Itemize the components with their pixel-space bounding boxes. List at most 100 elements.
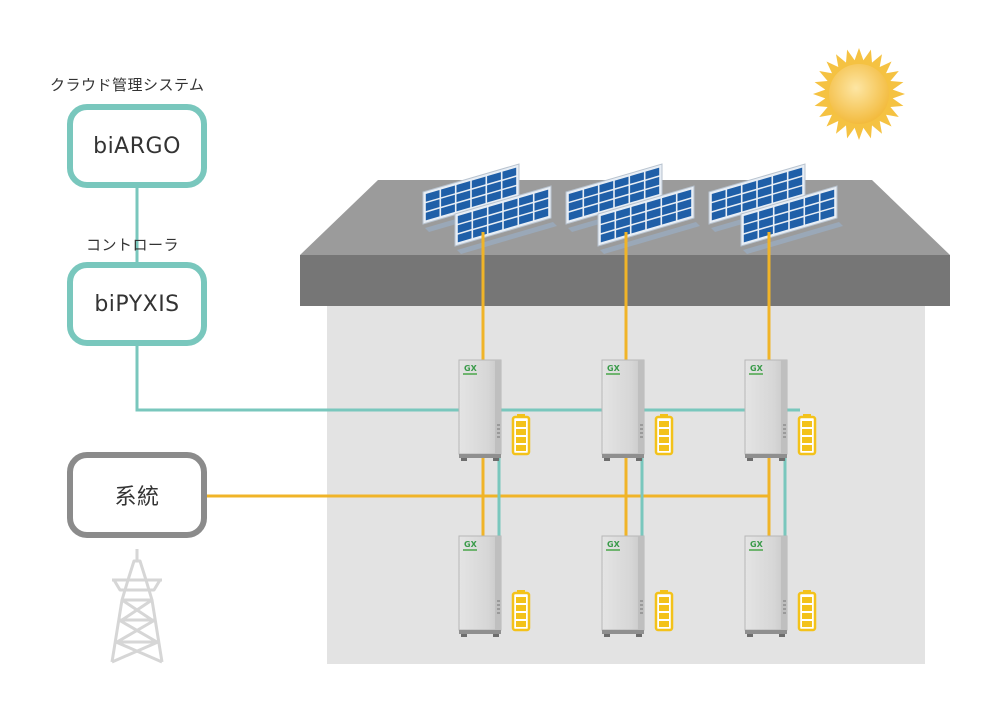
- unit-foot: [493, 458, 499, 461]
- panel-cell: [662, 194, 676, 206]
- unit-side: [638, 536, 644, 630]
- unit-stripe: [749, 549, 763, 551]
- unit-foot: [747, 634, 753, 637]
- panel-cell: [568, 199, 583, 212]
- battery-cell: [516, 429, 526, 435]
- battery-cell: [659, 597, 669, 603]
- panel-cell: [488, 212, 503, 225]
- panel-cell: [584, 185, 598, 198]
- unit-badge: GX: [607, 540, 621, 549]
- panel-cell: [456, 181, 471, 193]
- unit-foot: [636, 458, 642, 461]
- grid-label: 系統: [114, 485, 160, 510]
- cloud-system-node: biARGO: [67, 104, 207, 188]
- unit-base: [745, 630, 787, 634]
- panel-cell: [600, 212, 615, 224]
- panel-cell: [456, 190, 471, 203]
- panel-cell: [789, 207, 804, 220]
- unit-badge: GX: [607, 364, 621, 373]
- sun-core: [829, 64, 889, 124]
- solar-panel-icon: [740, 185, 843, 254]
- panel-cell: [742, 181, 757, 193]
- panel-cell: [488, 203, 503, 215]
- unit-foot: [461, 634, 467, 637]
- storage-unit-icon: GX: [601, 359, 645, 461]
- panel-cell: [711, 208, 726, 221]
- panel-cell: [502, 176, 517, 189]
- panel-cell: [487, 172, 501, 184]
- battery-icon: [511, 590, 531, 632]
- panel-cell: [600, 221, 615, 234]
- unit-vent: [783, 608, 786, 610]
- panel-cell: [614, 176, 629, 189]
- unit-vent: [497, 436, 500, 438]
- battery-cell: [659, 605, 669, 611]
- panel-cell: [616, 207, 630, 220]
- unit-foot: [493, 634, 499, 637]
- battery-icon: [797, 414, 817, 456]
- battery-cell: [659, 445, 669, 451]
- panel-cell: [820, 198, 835, 211]
- unit-vent: [783, 436, 786, 438]
- panel-cell: [677, 198, 692, 211]
- unit-vent: [640, 600, 643, 602]
- battery-cell: [516, 421, 526, 427]
- unit-side: [495, 360, 501, 454]
- battery-cell: [659, 421, 669, 427]
- panel-cell: [727, 185, 741, 198]
- storage-unit-icon: GX: [744, 535, 788, 637]
- unit-foot: [636, 634, 642, 637]
- panel-cell: [773, 190, 787, 203]
- unit-vent: [640, 612, 643, 614]
- unit-vent: [783, 612, 786, 614]
- panel-cell: [503, 198, 518, 211]
- unit-foot: [604, 458, 610, 461]
- battery-icon: [654, 414, 674, 456]
- battery-cell: [516, 621, 526, 627]
- panel-cell: [600, 230, 615, 243]
- controller-caption: コントローラ: [86, 236, 180, 254]
- unit-badge: GX: [464, 540, 478, 549]
- panel-cell: [614, 185, 629, 198]
- unit-body: [458, 535, 502, 631]
- panel-cell: [773, 181, 787, 194]
- panel-cell: [534, 198, 549, 211]
- panel-cell: [805, 203, 819, 216]
- unit-vent: [497, 608, 500, 610]
- unit-foot: [461, 458, 467, 461]
- panel-cell: [568, 208, 583, 221]
- battery-cell: [802, 605, 812, 611]
- unit-side: [781, 536, 787, 630]
- panel-cell: [743, 221, 758, 234]
- panel-cell: [630, 172, 644, 184]
- unit-base: [602, 630, 644, 634]
- panel-cell: [727, 204, 741, 216]
- controller-label: biPYXIS: [94, 291, 180, 317]
- battery-cell: [802, 421, 812, 427]
- panel-cell: [473, 226, 487, 238]
- battery-cell: [659, 437, 669, 443]
- unit-stripe: [463, 549, 477, 551]
- unit-vent: [497, 600, 500, 602]
- unit-foot: [747, 458, 753, 461]
- panel-cell: [456, 199, 471, 212]
- panel-cell: [820, 208, 835, 220]
- battery-cell: [659, 429, 669, 435]
- panel-cell: [457, 221, 472, 234]
- battery-cell: [516, 605, 526, 611]
- panel-cell: [534, 208, 549, 220]
- panel-cell: [568, 190, 583, 202]
- panel-cell: [425, 208, 440, 221]
- sun-icon: [813, 48, 905, 140]
- unit-body: [601, 359, 645, 455]
- battery-cell: [516, 445, 526, 451]
- cloud-system-label: biARGO: [93, 133, 181, 159]
- panel-cell: [471, 176, 486, 189]
- panel-cell: [788, 186, 803, 198]
- storage-unit-icon: GX: [601, 535, 645, 637]
- panel-cell: [614, 195, 629, 207]
- panel-cell: [757, 195, 772, 207]
- panel-cell: [599, 181, 614, 193]
- unit-vent: [640, 436, 643, 438]
